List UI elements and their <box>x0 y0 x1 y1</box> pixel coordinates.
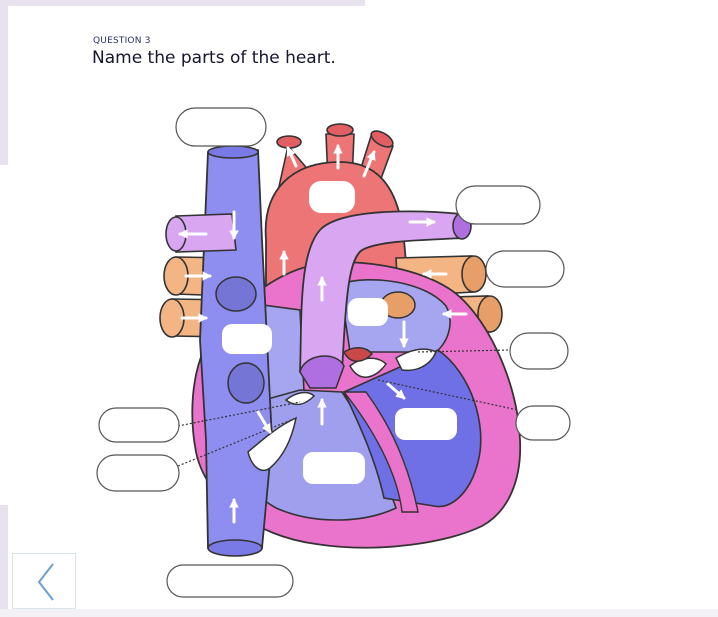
label-box[interactable] <box>348 298 388 326</box>
label-box[interactable] <box>99 408 179 442</box>
label-box[interactable] <box>486 251 564 287</box>
label-box[interactable] <box>167 565 293 597</box>
label-box[interactable] <box>222 324 272 354</box>
label-box[interactable] <box>395 408 457 440</box>
label-box[interactable] <box>510 333 568 369</box>
label-box[interactable] <box>309 181 355 213</box>
back-button[interactable] <box>12 553 76 609</box>
label-box[interactable] <box>97 455 179 491</box>
label-box[interactable] <box>516 406 570 440</box>
chevron-left-icon <box>13 554 77 610</box>
label-box[interactable] <box>456 186 540 224</box>
label-box[interactable] <box>176 108 266 146</box>
label-box[interactable] <box>303 452 365 484</box>
